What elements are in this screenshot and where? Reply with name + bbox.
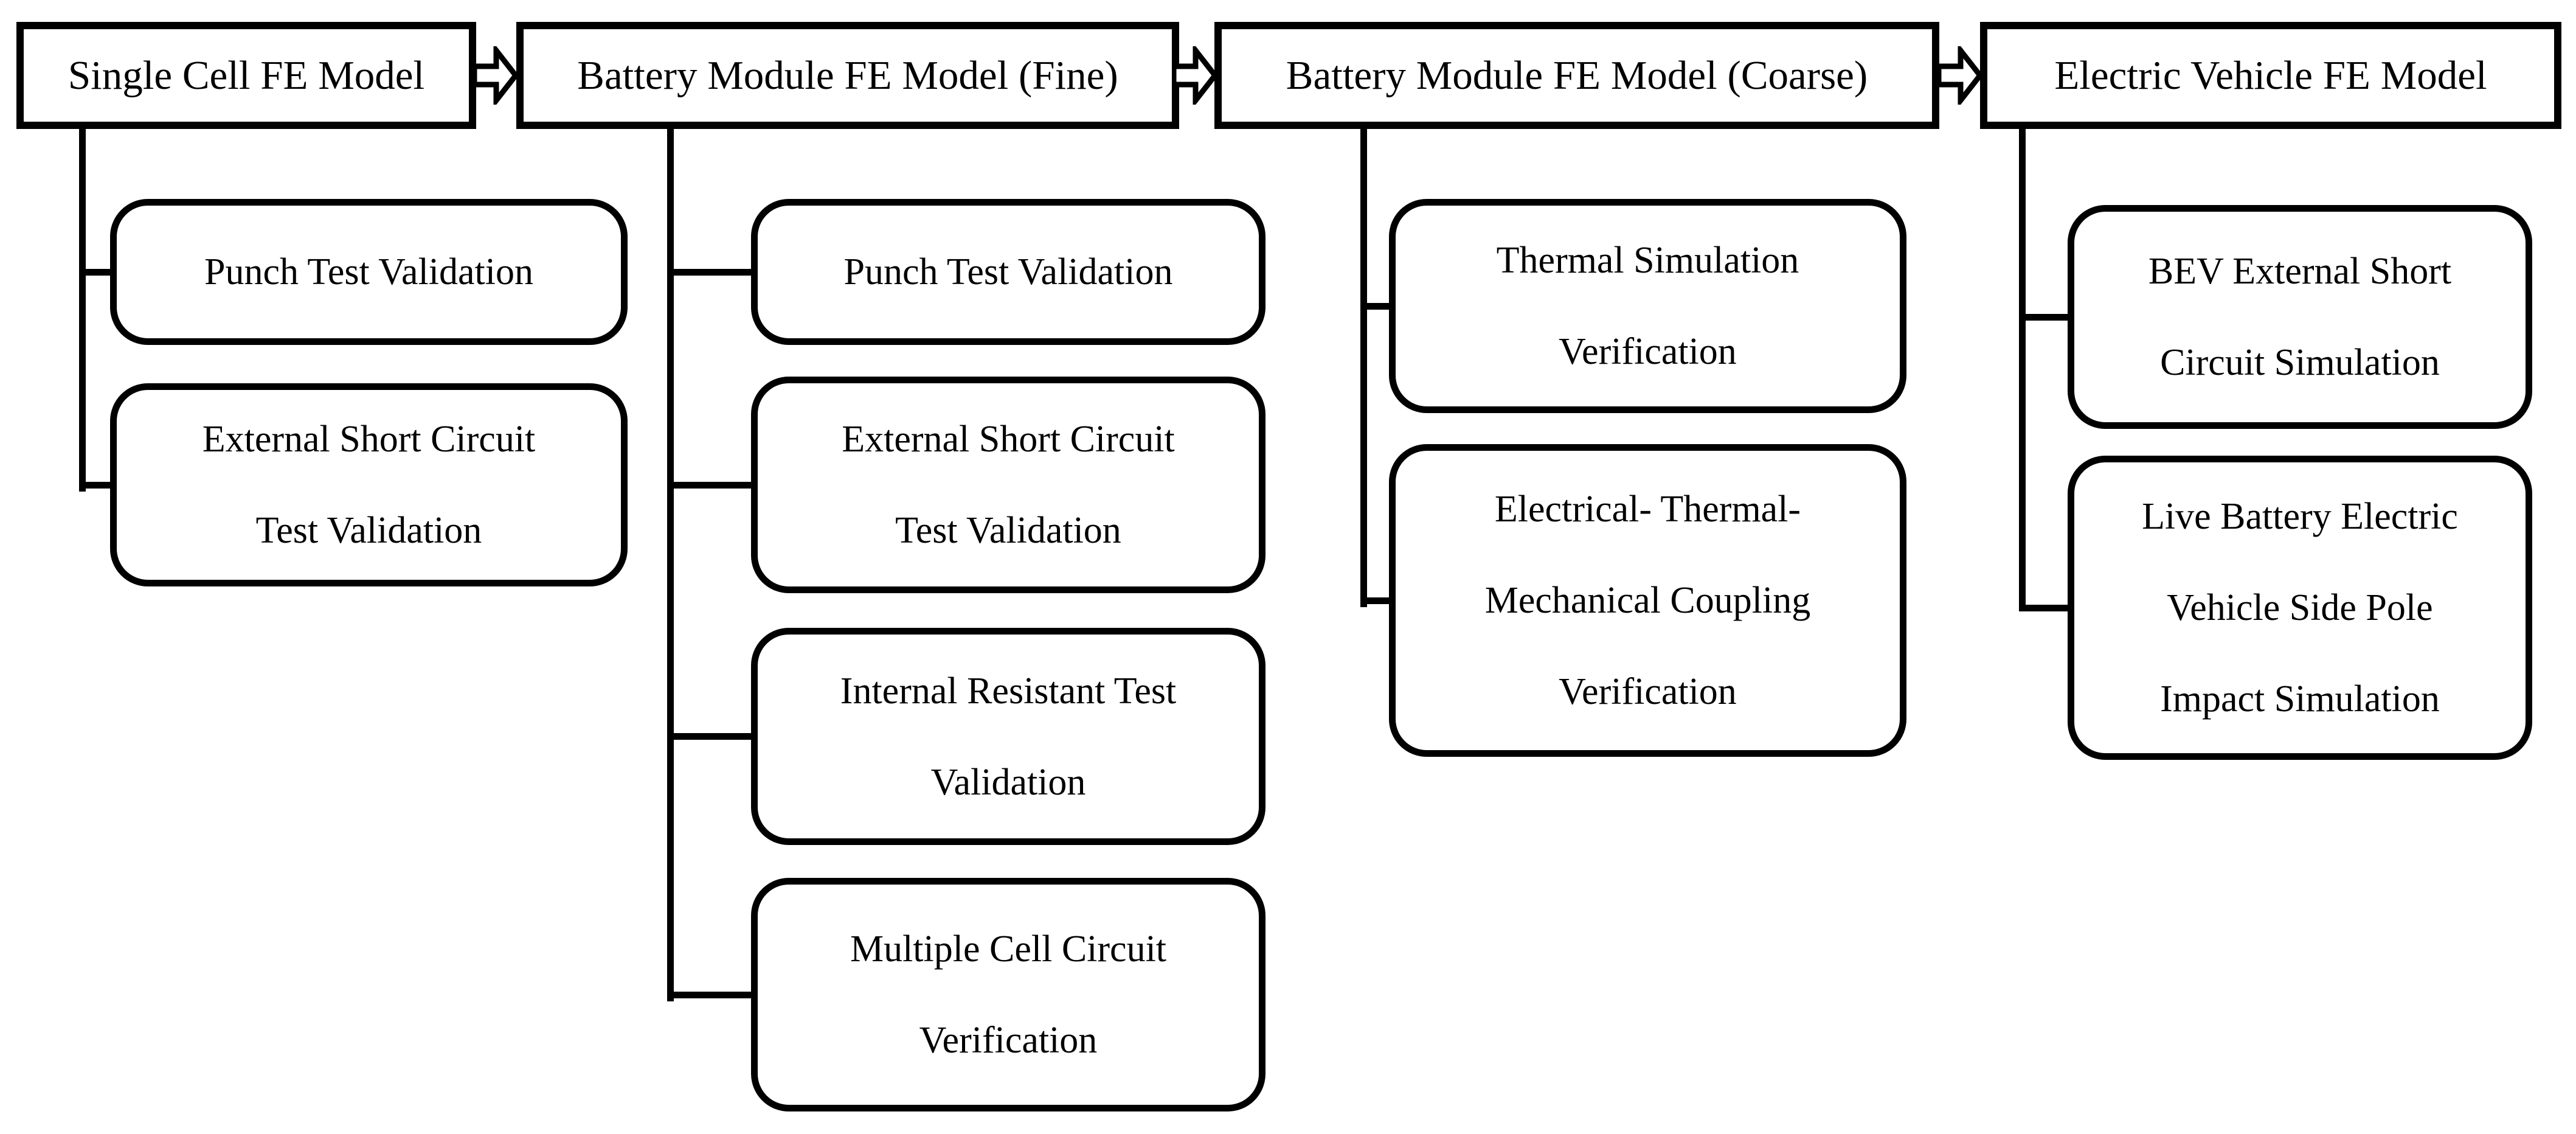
connector-trunk-col4 [2019, 125, 2026, 611]
child-label: Electrical- Thermal- Mechanical Coupling… [1484, 489, 1811, 712]
connector-stub [1360, 303, 1396, 310]
connector-stub [2019, 314, 2074, 321]
connector-stub [667, 992, 757, 998]
child-box-external-short-circuit-test-validation-cell: External Short Circuit Test Validation [110, 383, 628, 586]
connector-stub [1360, 597, 1396, 604]
child-label: Internal Resistant Test Validation [840, 670, 1177, 803]
connector-stub [667, 269, 757, 276]
header-box-battery-module-fe-model-coarse: Battery Module FE Model (Coarse) [1214, 22, 1939, 129]
connector-trunk-col1 [79, 125, 86, 492]
child-box-internal-resistant-test-validation: Internal Resistant Test Validation [751, 628, 1265, 845]
child-label: Live Battery Electric Vehicle Side Pole … [2142, 496, 2458, 720]
child-box-thermal-simulation-verification: Thermal Simulation Verification [1389, 199, 1906, 413]
child-box-external-short-circuit-test-validation-module: External Short Circuit Test Validation [751, 377, 1265, 593]
header-box-battery-module-fe-model-fine: Battery Module FE Model (Fine) [516, 22, 1179, 129]
connector-trunk-col2 [667, 125, 674, 1001]
child-box-live-bev-side-pole-impact-simulation: Live Battery Electric Vehicle Side Pole … [2068, 456, 2532, 760]
connector-trunk-col3 [1360, 125, 1367, 607]
connector-stub [667, 482, 757, 489]
child-label: Punch Test Validation [843, 251, 1173, 293]
header-box-single-cell-fe-model: Single Cell FE Model [16, 22, 476, 129]
connector-stub [79, 269, 117, 276]
connector-stub [2019, 605, 2074, 611]
child-label: Thermal Simulation Verification [1496, 240, 1799, 372]
child-label: Multiple Cell Circuit Verification [850, 928, 1167, 1061]
child-box-punch-test-validation-module: Punch Test Validation [751, 199, 1265, 345]
header-label: Battery Module FE Model (Coarse) [1286, 52, 1868, 98]
child-label: External Short Circuit Test Validation [202, 419, 536, 551]
child-label: BEV External Short Circuit Simulation [2148, 251, 2452, 383]
flow-arrow-icon [1938, 46, 1982, 105]
header-box-electric-vehicle-fe-model: Electric Vehicle FE Model [1980, 22, 2561, 129]
header-label: Single Cell FE Model [68, 52, 425, 98]
header-label: Battery Module FE Model (Fine) [577, 52, 1118, 98]
child-box-multiple-cell-circuit-verification: Multiple Cell Circuit Verification [751, 878, 1265, 1111]
child-label: Punch Test Validation [204, 251, 534, 293]
flow-arrow-icon [1173, 46, 1217, 105]
child-box-punch-test-validation-cell: Punch Test Validation [110, 199, 628, 345]
child-label: External Short Circuit Test Validation [842, 419, 1175, 551]
connector-stub [79, 482, 117, 489]
flow-arrow-icon [474, 46, 518, 105]
header-label: Electric Vehicle FE Model [2054, 52, 2487, 98]
child-box-electrical-thermal-mechanical-coupling-verification: Electrical- Thermal- Mechanical Coupling… [1389, 444, 1906, 757]
child-box-bev-external-short-circuit-simulation: BEV External Short Circuit Simulation [2068, 205, 2532, 429]
connector-stub [667, 733, 757, 740]
